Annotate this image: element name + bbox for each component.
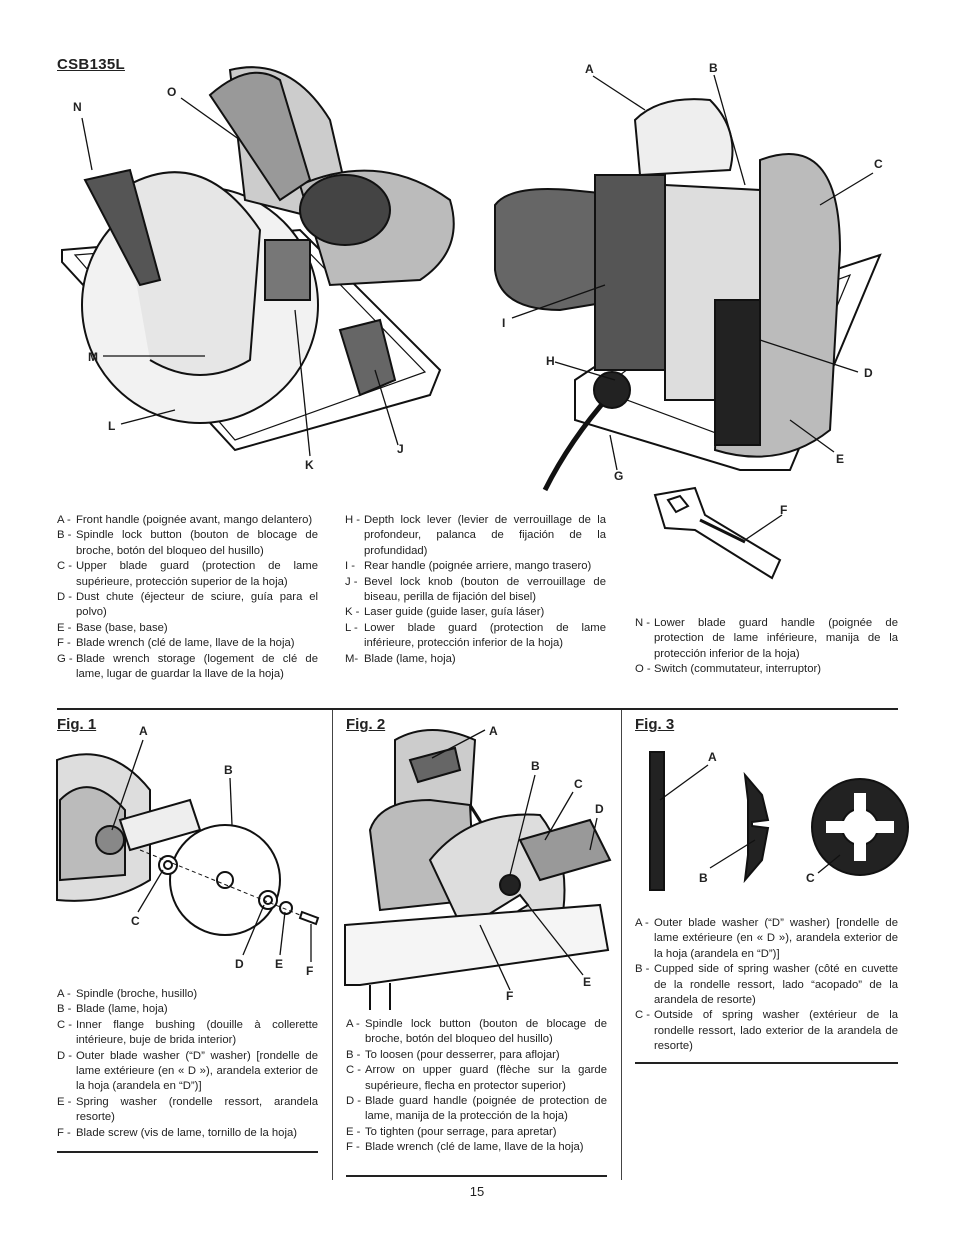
fig1-legend: A -Spindle (broche, husillo) B -Blade (l… <box>57 988 318 1139</box>
fig3-callout-b: B <box>699 871 708 885</box>
callout-g: G <box>614 469 624 483</box>
fig3-legend: A -Outer blade washer (“D” washer) [rond… <box>635 917 898 1053</box>
fig1-callout-f: F <box>306 964 314 978</box>
callout-m: M <box>88 350 98 364</box>
fig2-callout-d: D <box>595 802 604 816</box>
callout-c: C <box>874 157 883 171</box>
fig2-callout-e: E <box>583 975 592 989</box>
model-title: CSB135L <box>57 56 125 73</box>
callout-o: O <box>167 85 177 99</box>
callout-f: F <box>780 503 788 517</box>
callout-e: E <box>836 452 845 466</box>
callout-i: I <box>502 316 506 330</box>
fig2-legend: A -Spindle lock button (bouton de blocag… <box>346 1018 607 1154</box>
fig1-callout-a: A <box>139 724 148 738</box>
fig1-title: Fig. 1 <box>57 716 97 733</box>
fig1-callout-e: E <box>275 957 284 971</box>
fig2-title: Fig. 2 <box>346 716 386 733</box>
fig2-callout-b: B <box>531 759 540 773</box>
legend-col-2: H -Depth lock lever (levier de verrouill… <box>345 514 606 665</box>
callout-a: A <box>585 62 594 76</box>
fig1-callout-b: B <box>224 763 233 777</box>
fig3-title: Fig. 3 <box>635 716 675 733</box>
fig2-bottom-rule <box>346 1175 607 1177</box>
fig3-callout-c: C <box>806 871 815 885</box>
fig2-callout-f: F <box>506 989 514 1003</box>
fig1-callout-d: D <box>235 957 244 971</box>
fig2-callout-a: A <box>489 724 498 738</box>
callout-n: N <box>73 100 82 114</box>
section-divider <box>57 708 898 710</box>
callout-k: K <box>305 458 314 472</box>
page-number: 15 <box>469 1184 485 1199</box>
callout-d: D <box>864 366 873 380</box>
callout-j: J <box>397 442 404 456</box>
column-divider-2 <box>621 710 622 1180</box>
fig3-bottom-rule <box>635 1062 898 1064</box>
fig3-callout-a: A <box>708 750 717 764</box>
fig1-callout-c: C <box>131 914 140 928</box>
legend-col-3: N -Lower blade guard handle (poignée de … <box>635 617 898 676</box>
callout-b: B <box>709 61 718 75</box>
legend-col-1: A -Front handle (poignée avant, mango de… <box>57 514 318 681</box>
column-divider-1 <box>332 710 333 1180</box>
fig1-bottom-rule <box>57 1151 318 1153</box>
fig2-callout-c: C <box>574 777 583 791</box>
callout-l: L <box>108 419 116 433</box>
callout-h: H <box>546 354 555 368</box>
